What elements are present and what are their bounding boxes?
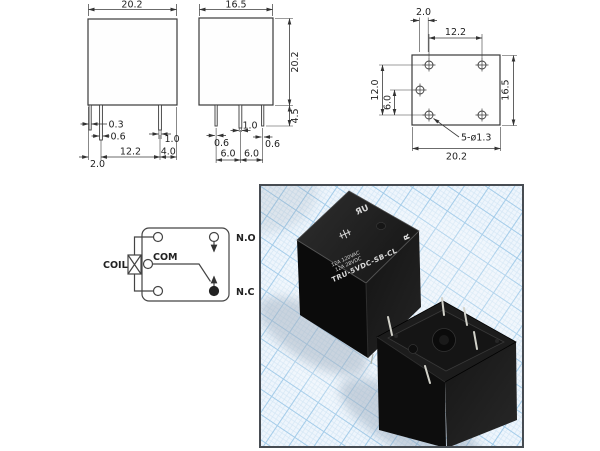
brand-logo-icon bbox=[339, 229, 351, 239]
terminal-com bbox=[142, 258, 154, 270]
dim-bottom-mid-offset: 6.0 bbox=[383, 95, 394, 110]
corner-shade bbox=[261, 186, 318, 233]
relay-schematic: COIL COM N.O N.C bbox=[103, 227, 256, 302]
dim-bottom-hole-callout: 5-ø1.3 bbox=[461, 133, 491, 144]
right-relay bbox=[376, 297, 517, 446]
base-vent-hole bbox=[408, 344, 418, 354]
dim-front-offset-right: 4.0 bbox=[161, 147, 176, 158]
front-body bbox=[87, 18, 178, 106]
terminal-coil-a bbox=[152, 231, 164, 243]
coil-wire bbox=[133, 236, 154, 292]
dim-side-pitch-left: 6.0 bbox=[220, 149, 235, 160]
dim-bottom-edge-offset: 2.0 bbox=[416, 7, 431, 18]
product-photo: ЯU 12A 120VAC 12A 28VDC TRU-5VDC-SB-CL R bbox=[259, 184, 524, 448]
terminal-nc bbox=[208, 285, 220, 297]
nc-label: N.C bbox=[236, 287, 255, 298]
dim-bottom-pitch-x: 12.2 bbox=[445, 27, 466, 38]
com-label: COM bbox=[153, 252, 178, 263]
front-pin-1 bbox=[88, 104, 92, 131]
front-pin-2 bbox=[99, 104, 103, 141]
dim-bottom-width: 20.2 bbox=[446, 152, 467, 163]
base-detail-dot bbox=[394, 334, 398, 338]
armature-recess-center bbox=[439, 335, 449, 345]
dim-front-offset-left: 2.0 bbox=[90, 159, 105, 170]
relay-outline bbox=[141, 227, 230, 302]
side-pin-1 bbox=[214, 104, 218, 127]
left-relay-front-face bbox=[297, 240, 368, 358]
label-suffix: R bbox=[401, 232, 412, 241]
front-view-drawing: 20.2 0.3 0.6 1.0 12.2 4.0 2.0 bbox=[79, 0, 180, 170]
dim-side-pitch-right: 6.0 bbox=[244, 149, 259, 160]
bottom-view-drawing: 2.0 12.2 12.0 6.0 16.5 20.2 5-ø1.3 bbox=[370, 7, 517, 163]
no-label: N.O bbox=[236, 233, 256, 244]
side-body bbox=[198, 17, 274, 106]
dim-side-height: 20.2 bbox=[290, 51, 301, 72]
dimension-drawings: 20.2 0.3 0.6 1.0 12.2 4.0 2.0 bbox=[79, 0, 517, 170]
left-relay-side-face bbox=[366, 231, 421, 358]
switch-blade bbox=[152, 263, 212, 282]
side-pin-3 bbox=[261, 104, 265, 127]
dim-side-pin-length: 4.5 bbox=[290, 108, 301, 123]
dim-bottom-depth: 16.5 bbox=[501, 79, 512, 100]
terminal-coil-b bbox=[152, 285, 164, 297]
mounting-holes bbox=[413, 58, 489, 122]
side-pin-2 bbox=[238, 104, 243, 129]
right-relay-front-face bbox=[377, 337, 446, 446]
dim-front-width: 20.2 bbox=[121, 0, 142, 11]
dim-front-pin-thickness: 0.3 bbox=[109, 120, 124, 131]
dim-side-mid-pin: 1.0 bbox=[242, 121, 257, 132]
dim-bottom-pitch-y: 12.0 bbox=[370, 79, 381, 100]
dim-front-pin-width-left: 0.6 bbox=[111, 132, 126, 143]
left-relay: ЯU 12A 120VAC 12A 28VDC TRU-5VDC-SB-CL R bbox=[296, 190, 421, 365]
side-view-drawing: 16.5 20.2 4.5 1.0 0.6 0.6 6.0 6.0 bbox=[198, 0, 301, 163]
mold-dimple bbox=[376, 222, 386, 230]
terminal-no bbox=[208, 231, 220, 243]
base-detail-dot-2 bbox=[495, 339, 499, 343]
photo-canvas: ЯU 12A 120VAC 12A 28VDC TRU-5VDC-SB-CL R bbox=[261, 186, 522, 446]
dim-side-left-pin: 0.6 bbox=[214, 138, 229, 149]
right-relay-pins bbox=[387, 297, 478, 384]
dim-side-width: 16.5 bbox=[225, 0, 246, 11]
coil-label: COIL bbox=[103, 260, 128, 271]
left-relay-shadow bbox=[261, 296, 368, 376]
dim-side-right-pin: 0.6 bbox=[265, 139, 280, 150]
dim-front-pin-pitch: 12.2 bbox=[120, 147, 141, 158]
front-pin-3 bbox=[158, 104, 162, 131]
dim-front-pin-width-right: 1.0 bbox=[165, 134, 180, 145]
right-relay-side-face bbox=[445, 342, 517, 446]
